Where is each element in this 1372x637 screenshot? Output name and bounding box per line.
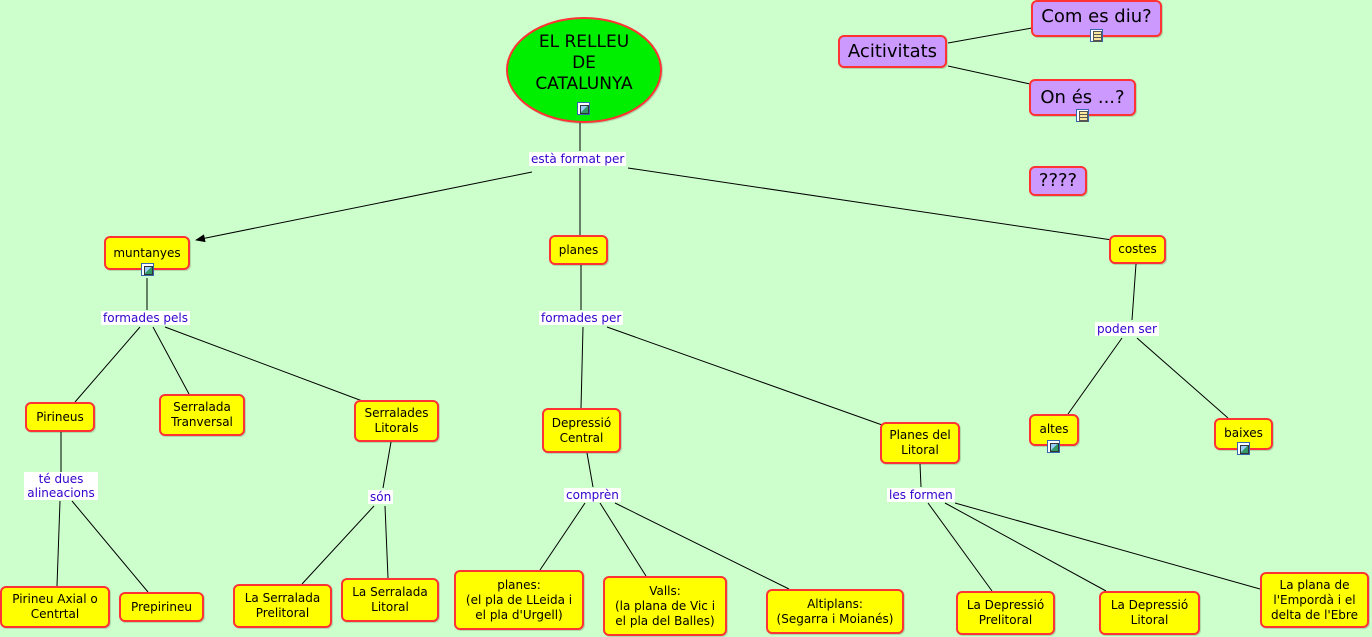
node-serralada-litoral[interactable]: La Serralada Litoral: [341, 578, 439, 622]
node-depressio-prelitoral[interactable]: La Depressió Prelitoral: [956, 591, 1055, 635]
link-label-esta-format-per: està format per: [529, 152, 627, 166]
node-label: costes: [1118, 242, 1157, 256]
node-planes-lleida[interactable]: planes: (el pla de LLeida i el pla d'Urg…: [454, 570, 584, 630]
node-label: muntanyes: [113, 245, 181, 260]
line-activitats-on: [947, 65, 1031, 85]
node-label: planes: (el pla de LLeida i el pla d'Urg…: [465, 577, 573, 622]
link-label-formades-pels: formades pels: [101, 311, 190, 325]
image-icon[interactable]: [141, 263, 154, 276]
node-planes[interactable]: planes: [549, 235, 608, 265]
link-label-les-formen: les formen: [887, 488, 955, 502]
document-icon[interactable]: [1076, 109, 1089, 122]
link-label-compren: comprèn: [564, 488, 621, 502]
line-label-muntanyes: [195, 171, 533, 243]
line-activitats-com: [947, 27, 1033, 44]
node-label: altes: [1039, 422, 1069, 436]
root-node-label: EL RELLEU DE CATALUNYA: [535, 31, 633, 94]
node-label: La Serralada Litoral: [352, 585, 428, 614]
link-label-te-dues-alineacions: té dues alineacions: [24, 472, 98, 500]
node-label: La Serralada Prelitoral: [244, 591, 321, 620]
node-valls[interactable]: Valls: (la plana de Vic i el pla del Bal…: [603, 576, 727, 636]
node-label: Depressió Central: [551, 415, 612, 445]
node-label: Com es diu?: [1041, 6, 1152, 27]
node-label: Prepirineu: [131, 599, 192, 614]
node-serralada-prelitoral[interactable]: La Serralada Prelitoral: [233, 584, 332, 628]
node-plana-emporda[interactable]: La plana de l'Empordà i el delta de l'Eb…: [1260, 572, 1369, 628]
node-serralades-litorals[interactable]: Serralades Litorals: [354, 400, 439, 442]
node-muntanyes[interactable]: muntanyes: [104, 236, 190, 270]
document-icon[interactable]: [1090, 29, 1103, 42]
node-altiplans[interactable]: Altiplans: (Segarra i Moianés): [766, 589, 904, 634]
link-label-poden-ser: poden ser: [1095, 322, 1159, 336]
node-depressio-central[interactable]: Depressió Central: [542, 408, 621, 453]
image-icon[interactable]: [1047, 440, 1060, 453]
node-label: Planes del Litoral: [889, 428, 951, 457]
node-on-es[interactable]: On és ...?: [1029, 79, 1136, 116]
node-pirineus[interactable]: Pirineus: [25, 402, 95, 432]
line-label-costes: [627, 167, 1113, 241]
link-label-formades-per: formades per: [539, 311, 624, 325]
image-icon[interactable]: [577, 102, 590, 115]
node-label: baixes: [1224, 426, 1263, 440]
node-prepirineu[interactable]: Prepirineu: [119, 592, 204, 622]
node-label: Serralada Tranversal: [171, 400, 233, 429]
node-label: Pirineu Axial o Centrtal: [12, 592, 98, 621]
node-label: La plana de l'Empordà i el delta de l'Eb…: [1271, 577, 1358, 622]
node-acitivitats[interactable]: Acitivitats: [838, 35, 947, 68]
node-label: Pirineus: [36, 409, 84, 424]
image-icon[interactable]: [1237, 442, 1250, 455]
node-label: Serralades Litorals: [364, 406, 429, 435]
node-serralada-tranversal[interactable]: Serralada Tranversal: [159, 394, 245, 436]
node-label: Acitivitats: [847, 40, 938, 62]
node-label: planes: [558, 242, 599, 257]
node-label: ????: [1038, 170, 1078, 191]
link-label-son: són: [368, 490, 394, 504]
node-questions[interactable]: ????: [1029, 166, 1087, 196]
node-label: La Depressió Prelitoral: [966, 598, 1045, 627]
node-label: On és ...?: [1040, 87, 1125, 108]
node-label: Valls: (la plana de Vic i el pla del Bal…: [614, 583, 716, 628]
node-planes-del-litoral[interactable]: Planes del Litoral: [880, 422, 960, 464]
node-label: Altiplans: (Segarra i Moianés): [776, 596, 894, 626]
node-label: La Depressió Litoral: [1110, 598, 1189, 627]
node-pirineu-axial[interactable]: Pirineu Axial o Centrtal: [0, 586, 110, 628]
node-costes[interactable]: costes: [1109, 235, 1166, 264]
node-depressio-litoral[interactable]: La Depressió Litoral: [1099, 591, 1200, 635]
